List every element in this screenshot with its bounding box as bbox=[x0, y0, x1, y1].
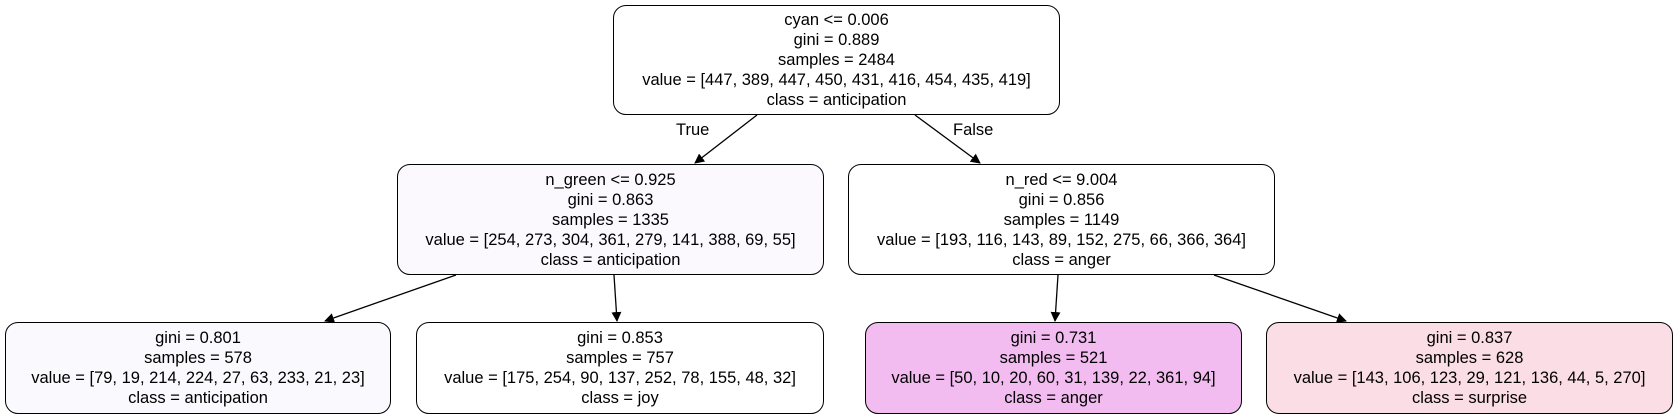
node-class: class = anticipation bbox=[766, 91, 907, 109]
edge-2-5 bbox=[1050, 274, 1061, 322]
node-gini: gini = 0.837 bbox=[1426, 329, 1513, 347]
node-value: value = [193, 116, 143, 89, 152, 275, 66… bbox=[877, 230, 1246, 249]
node-samples: samples = 578 bbox=[144, 349, 252, 367]
tree-node-root: cyan <= 0.006 gini = 0.889 samples = 248… bbox=[613, 5, 1060, 115]
edge-0-2 bbox=[914, 114, 981, 164]
node-value: value = [79, 19, 214, 224, 27, 63, 233, … bbox=[31, 369, 365, 387]
node-split-condition: cyan <= 0.006 bbox=[784, 11, 889, 29]
node-samples: samples = 757 bbox=[566, 349, 674, 367]
node-split-condition: n_green <= 0.925 bbox=[545, 170, 676, 189]
tree-leaf-node: gini = 0.801 samples = 578 value = [79, … bbox=[5, 322, 391, 414]
edge-label-false: False bbox=[953, 121, 994, 139]
edge-label-true: True bbox=[676, 121, 710, 139]
tree-leaf-node: gini = 0.731 samples = 521 value = [50, … bbox=[865, 322, 1242, 414]
node-gini: gini = 0.853 bbox=[577, 329, 663, 347]
node-samples: samples = 628 bbox=[1415, 349, 1524, 367]
node-gini: gini = 0.731 bbox=[1010, 329, 1097, 347]
node-split-condition: n_red <= 9.004 bbox=[1005, 170, 1118, 189]
node-samples: samples = 2484 bbox=[778, 51, 895, 69]
node-samples: samples = 1335 bbox=[552, 210, 669, 229]
node-class: class = joy bbox=[581, 389, 659, 407]
node-value: value = [143, 106, 123, 29, 121, 136, 44… bbox=[1293, 369, 1646, 387]
node-class: class = surprise bbox=[1411, 389, 1528, 407]
edge-0-1 bbox=[694, 114, 758, 164]
node-gini: gini = 0.863 bbox=[567, 190, 654, 209]
tree-node-right: n_red <= 9.004 gini = 0.856 samples = 11… bbox=[848, 164, 1275, 275]
node-samples: samples = 521 bbox=[999, 349, 1108, 367]
tree-leaf-node: gini = 0.837 samples = 628 value = [143,… bbox=[1266, 322, 1673, 414]
node-value: value = [447, 389, 447, 450, 431, 416, 4… bbox=[642, 71, 1031, 89]
node-samples: samples = 1149 bbox=[1003, 210, 1120, 229]
node-class: class = anticipation bbox=[128, 389, 268, 407]
node-class: class = anticipation bbox=[540, 250, 681, 269]
node-value: value = [175, 254, 90, 137, 252, 78, 155… bbox=[444, 369, 796, 387]
node-gini: gini = 0.801 bbox=[155, 329, 241, 347]
edge-2-6 bbox=[1213, 274, 1347, 323]
node-class: class = anger bbox=[1012, 250, 1111, 269]
edge-1-4 bbox=[611, 274, 622, 322]
node-gini: gini = 0.856 bbox=[1018, 190, 1105, 209]
node-gini: gini = 0.889 bbox=[793, 31, 880, 49]
tree-leaf-node: gini = 0.853 samples = 757 value = [175,… bbox=[416, 322, 824, 414]
tree-node-left: n_green <= 0.925 gini = 0.863 samples = … bbox=[397, 164, 824, 275]
node-value: value = [254, 273, 304, 361, 279, 141, 3… bbox=[425, 230, 796, 249]
edge-1-3 bbox=[324, 274, 457, 323]
node-class: class = anger bbox=[1004, 389, 1103, 407]
node-value: value = [50, 10, 20, 60, 31, 139, 22, 36… bbox=[891, 369, 1216, 387]
